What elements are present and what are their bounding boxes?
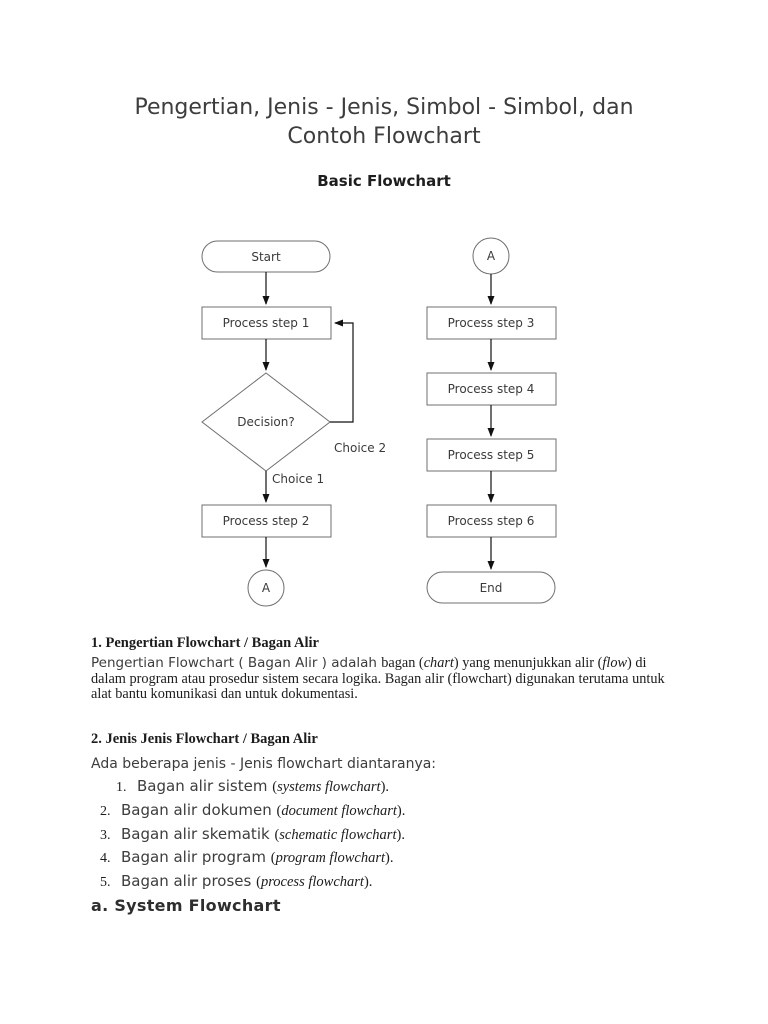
process-step-3-node: Process step 3	[426, 306, 557, 340]
process-step-5-node: Process step 5	[426, 438, 557, 472]
list-item-paren: ).	[363, 874, 373, 891]
end-node: End	[426, 571, 556, 604]
list-item-english: systems flowchart	[277, 779, 381, 795]
basic-flowchart-diagram: Start Process step 1 Decision? Choice 2 …	[201, 237, 557, 607]
svg-text:Process step 6: Process step 6	[448, 514, 535, 528]
svg-text:Process step 3: Process step 3	[448, 316, 535, 330]
svg-text:Process step 1: Process step 1	[223, 316, 310, 330]
diagram-title: Basic Flowchart	[317, 172, 451, 190]
list-item-label: Bagan alir skematik	[121, 824, 275, 843]
list-item-label: Bagan alir sistem	[137, 777, 273, 795]
page-title-line-1: Pengertian, Jenis - Jenis, Simbol - Simb…	[134, 95, 634, 120]
list-item-number: 3.	[100, 827, 111, 843]
choice-1-label: Choice 1	[272, 472, 324, 486]
svg-text:Start: Start	[251, 250, 281, 264]
section-2-heading: 2. Jenis Jenis Flowchart / Bagan Alir	[91, 731, 318, 747]
list-item-number: 5.	[100, 875, 111, 891]
section-pengertian: 1. Pengertian Flowchart / Bagan Alir Pen…	[91, 635, 681, 703]
list-item: 3. Bagan alir skematik (schematic flowcha…	[91, 825, 681, 849]
start-node: Start	[201, 240, 331, 273]
list-item-paren: (	[274, 826, 280, 843]
list-item-english: program flowchart	[275, 850, 386, 867]
svg-text:A: A	[262, 581, 271, 595]
process-step-6-node: Process step 6	[426, 504, 557, 538]
process-step-2-node: Process step 2	[201, 504, 332, 538]
list-item-paren: (	[270, 850, 276, 867]
list-item: 4. Bagan alir program (program flowchart)…	[91, 848, 681, 872]
list-item-number: 1.	[116, 780, 127, 795]
svg-text:Decision?: Decision?	[237, 415, 294, 429]
list-item-paren: ).	[396, 826, 405, 843]
list-item-paren: (	[256, 874, 261, 891]
list-item-label: Bagan alir proses	[121, 872, 257, 891]
list-item: 1. Bagan alir sistem (systems flowchart).	[91, 777, 681, 801]
process-step-1-node: Process step 1	[201, 306, 332, 340]
paragraph-run: bagan (	[381, 655, 424, 671]
list-item: 5. Bagan alir proses (process flowchart).	[91, 872, 681, 896]
choice-2-label: Choice 2	[334, 441, 386, 455]
list-item-paren: ).	[385, 850, 394, 867]
decision-node: Decision?	[201, 372, 331, 472]
section-1-heading: 1. Pengertian Flowchart / Bagan Alir	[91, 635, 319, 651]
page-title-line-2: Contoh Flowchart	[287, 124, 481, 149]
list-item-paren: ).	[380, 779, 390, 795]
list-item-english: process flowchart	[260, 874, 364, 891]
list-item-english: document flowchart	[281, 802, 397, 819]
page-title: Pengertian, Jenis - Jenis, Simbol - Simb…	[0, 93, 768, 151]
paragraph-run-italic: chart	[423, 655, 454, 671]
list-item-label: Bagan alir program	[121, 848, 271, 867]
list-item-number: 2.	[100, 803, 111, 819]
svg-text:End: End	[480, 581, 503, 595]
list-item-number: 4.	[100, 851, 111, 867]
list-item-label: Bagan alir dokumen	[121, 800, 277, 819]
list-item: 2. Bagan alir dokumen (document flowchart…	[91, 801, 681, 825]
svg-text:Process step 4: Process step 4	[448, 382, 535, 396]
flowchart-types-list: 1.Bagan alir sistem (systems flowchart).…	[91, 777, 681, 896]
svg-text:A: A	[487, 249, 496, 263]
pengertian-paragraph: Pengertian Flowchart ( Bagan Alir ) adal…	[91, 655, 681, 703]
loop-back-arrow	[330, 319, 354, 423]
connector-a-left-node: A	[247, 569, 285, 607]
svg-text:Process step 5: Process step 5	[448, 448, 535, 462]
list-item-paren: (	[272, 779, 278, 795]
paragraph-run-italic: flow	[602, 655, 628, 671]
process-step-4-node: Process step 4	[426, 372, 557, 406]
system-flowchart-heading: a. System Flowchart	[91, 896, 281, 915]
jenis-intro-line: Ada beberapa jenis - Jenis flowchart dia…	[91, 756, 437, 772]
paragraph-run: ) yang menunjukkan alir (	[453, 655, 603, 671]
paragraph-run: ) di dalam program atau prosedur sistem …	[91, 655, 665, 703]
svg-text:Process step 2: Process step 2	[223, 514, 310, 528]
connector-a-right-node: A	[472, 237, 510, 275]
list-item-english: schematic flowchart	[279, 826, 397, 843]
list-item-paren: (	[276, 802, 282, 819]
list-item-paren: ).	[396, 802, 406, 819]
paragraph-run: Pengertian Flowchart ( Bagan Alir ) adal…	[91, 655, 382, 671]
